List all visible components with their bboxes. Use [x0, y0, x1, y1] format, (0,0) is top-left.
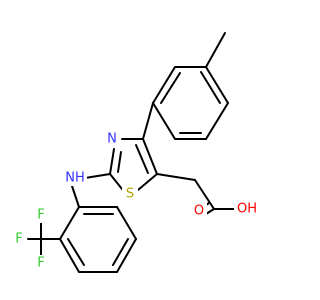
bond-tolyl-2 — [205, 102, 229, 140]
molecule-structure: N S NH O OH F F F — [12, 32, 260, 273]
bond-tolyl-4 — [152, 102, 176, 140]
bond-c2-n — [109, 148, 115, 175]
bond-c2-n-double — [117, 151, 122, 173]
bond-tolyl-1 — [205, 66, 229, 104]
atom-oh: OH — [237, 202, 257, 217]
bond-c2-nh — [84, 173, 111, 179]
bond-c5-ch2 — [156, 173, 196, 181]
atom-s-thiazole: S — [126, 187, 134, 202]
bond-c5-s — [137, 173, 158, 191]
atom-o-carbonyl: O — [194, 204, 204, 219]
bond-tolyl-thiazole — [142, 102, 154, 140]
bond-ring2-double-c — [67, 238, 85, 266]
bond-ch2-cooh — [194, 179, 215, 210]
atom-nh: NH — [65, 171, 85, 186]
atom-labels: N S NH O OH F F F — [12, 131, 260, 271]
bond-ring2-double-b — [112, 238, 129, 266]
atom-f3: F — [37, 256, 44, 271]
bond-s-c2 — [109, 173, 123, 190]
bond-tolyl-double-a — [200, 71, 221, 104]
bond-c4-c5-double — [135, 144, 149, 174]
atom-n-thiazole: N — [107, 132, 117, 147]
atom-f2: F — [15, 232, 22, 247]
bond-c4-c5 — [142, 138, 158, 175]
bond-tolyl-5 — [152, 66, 176, 104]
bond-c-o-double-1 — [205, 208, 215, 215]
bond-nh-ring — [71, 185, 80, 208]
bond-tolyl-double-c — [160, 72, 181, 104]
bond-methyl — [205, 32, 226, 68]
bond-ring2-3 — [116, 238, 137, 273]
molecule-canvas: N S NH O OH F F F — [12, 32, 260, 273]
bond-ring2-6 — [59, 206, 80, 240]
atom-f1: F — [37, 208, 44, 223]
bond-ring2-5 — [59, 238, 80, 273]
bond-ring2-2 — [116, 206, 137, 240]
bonds — [27, 32, 237, 273]
